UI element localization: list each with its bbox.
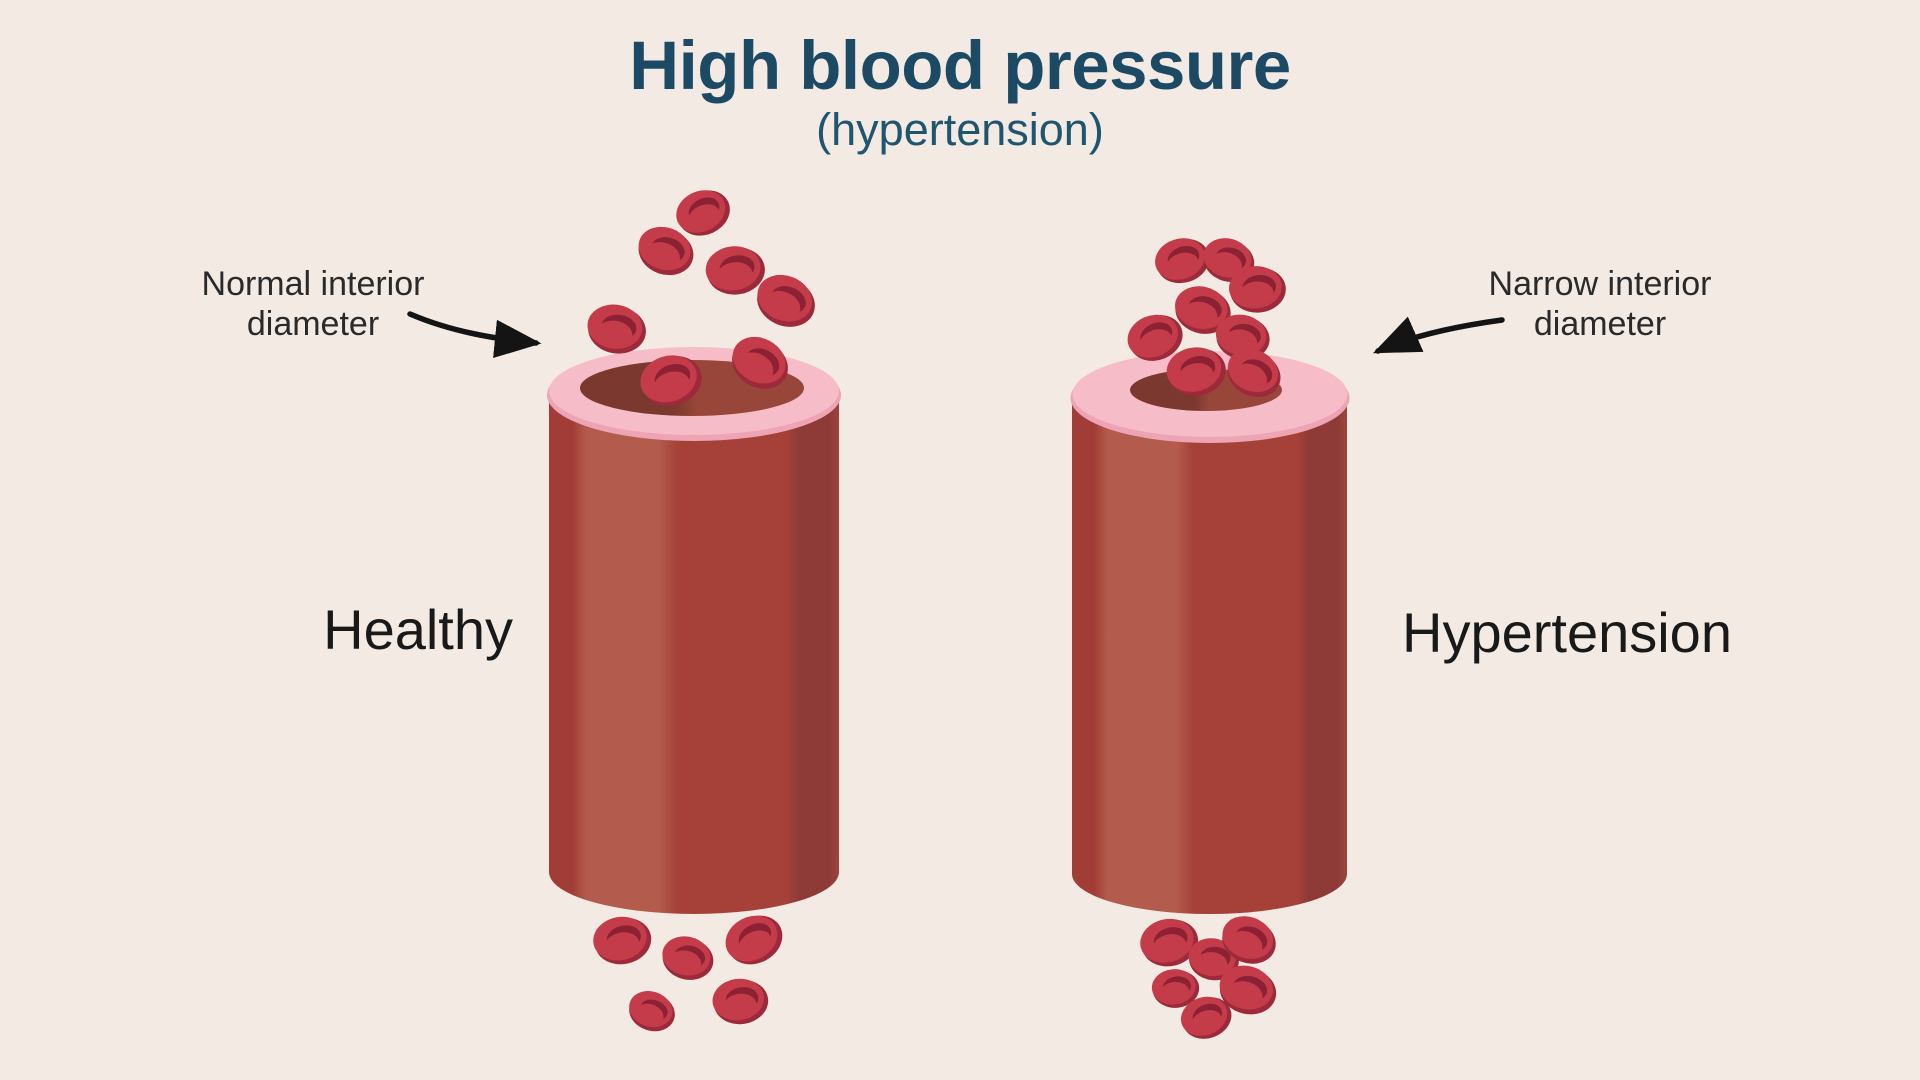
blood-cell [662,936,714,980]
cells-above-healthy [587,190,815,407]
annotation-line: Narrow interior [1488,265,1712,303]
narrow-diameter-arrow [1372,316,1505,354]
blood-cell [1166,347,1226,396]
blood-cell [1227,348,1281,398]
blood-cell [640,355,702,407]
hypertension-vessel [1070,351,1350,914]
blood-cell [1222,916,1276,964]
blood-cell [732,336,788,389]
healthy-caption: Healthy [323,598,513,661]
healthy-vessel-body [549,392,839,914]
cells-below-healthy [593,915,783,1032]
blood-cell [1228,266,1286,313]
annotation-line: diameter [1533,305,1667,343]
healthy-vessel [547,347,841,914]
blood-cell [1127,314,1183,361]
hypertension-vessel-body [1072,395,1347,914]
cells-above-hypertension [1127,238,1286,398]
blood-cell [705,246,765,295]
blood-cell [1155,238,1210,284]
blood-cell [1180,996,1232,1039]
blood-cell [638,226,694,276]
blood-cell [593,916,652,965]
narrow-diameter-annotation: Narrow interior diameter [1415,264,1785,344]
blood-cell [1215,314,1270,360]
normal-diameter-arrow [407,311,542,359]
hypertension-caption: Hypertension [1402,601,1732,664]
blood-cell [1151,969,1200,1008]
blood-cell [587,304,646,354]
blood-cell [629,991,675,1032]
page-title: High blood pressure [629,27,1291,104]
blood-cell [676,190,730,236]
blood-cell [725,915,783,965]
blood-cell [757,274,815,327]
page-subtitle: (hypertension) [816,104,1104,155]
blood-cells-layer [587,190,1286,1039]
annotation-line: Normal interior [201,265,425,303]
blood-cell [712,978,769,1025]
cells-below-hypertension [1140,916,1277,1039]
blood-cell [1219,965,1277,1015]
annotation-line: diameter [246,305,380,343]
blood-cell [1175,286,1231,334]
blood-cell [1140,918,1199,967]
normal-diameter-annotation: Normal interior diameter [128,264,498,344]
